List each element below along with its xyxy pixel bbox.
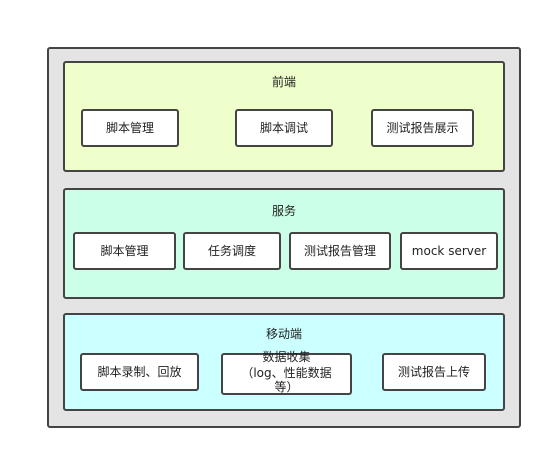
frontend-node-script-debug: 脚本调试 — [235, 109, 333, 147]
layer-service-title: 服务 — [271, 204, 296, 218]
service-node-mock-server: mock server — [400, 232, 498, 270]
mobile-node-data-collection: 数据收集 （log、性能数据 等） — [221, 350, 352, 395]
mobile-node-data-collection-line1: 数据收集 — [262, 350, 311, 364]
service-node-report-management: 测试报告管理 — [289, 232, 391, 270]
layer-mobile-title: 移动端 — [265, 327, 302, 341]
mobile-node-data-collection-line2: （log、性能数据 — [241, 366, 332, 380]
layer-frontend-title: 前端 — [271, 75, 296, 89]
service-node-task-scheduling: 任务调度 — [183, 232, 281, 270]
mobile-node-report-upload: 测试报告上传 — [382, 353, 486, 391]
mobile-node-data-collection-line3: 等） — [274, 380, 299, 394]
frontend-node-script-management: 脚本管理 — [81, 109, 179, 147]
frontend-node-report-display: 测试报告展示 — [371, 109, 474, 147]
service-node-script-management: 脚本管理 — [73, 232, 176, 270]
mobile-node-record-replay: 脚本录制、回放 — [80, 353, 199, 391]
